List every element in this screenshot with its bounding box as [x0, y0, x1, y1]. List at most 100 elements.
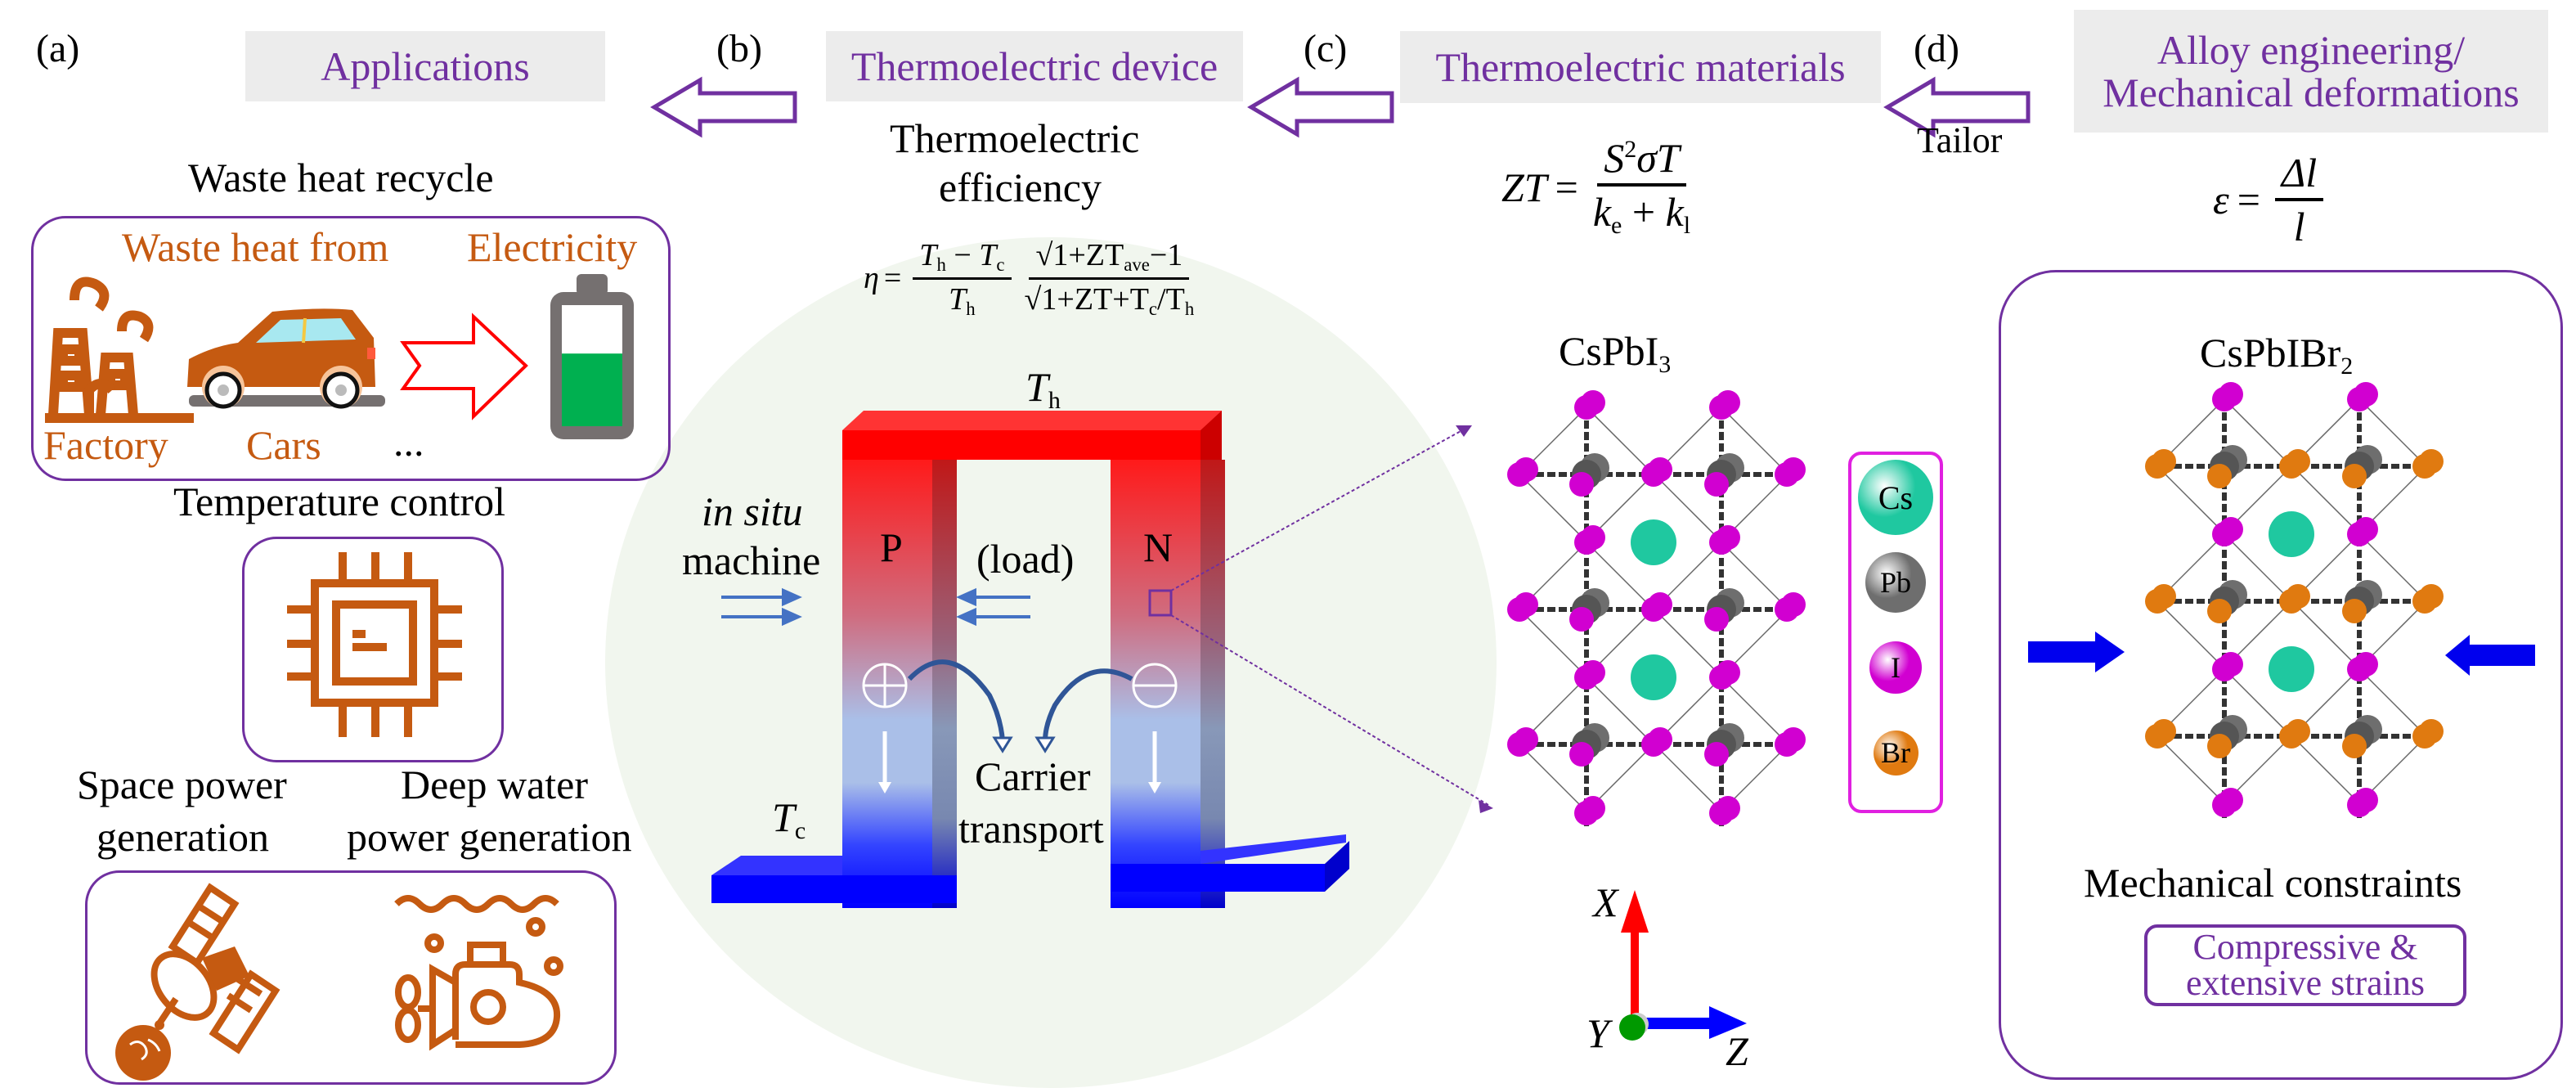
i-atom: [1574, 801, 1599, 825]
br-atom: [2412, 724, 2437, 749]
efficiency-title-1: Thermoelectric: [890, 115, 1140, 161]
chip-icon: [287, 552, 462, 737]
sqrt-numerator: √1+ZT: [1035, 238, 1124, 272]
flow-arrow-b-to-a: [650, 76, 797, 138]
i-atom: [1709, 530, 1734, 555]
efficiency-title-2: efficiency: [939, 164, 1102, 210]
factory-icon: [45, 276, 194, 423]
efficiency-formula: η = Th − Tc Th √1+ZTave−1 √1+ZT+Tc/Th: [864, 237, 1200, 320]
legend-item-pb: Pb: [1851, 540, 1940, 625]
octahedron-edge: [2156, 465, 2225, 534]
tc-symbol: T: [979, 238, 997, 272]
i-atom: [1704, 607, 1729, 632]
br-atom: [2145, 589, 2170, 614]
square-sup: 2: [1624, 136, 1637, 163]
tailor-label: Tailor: [1917, 120, 2003, 160]
legend-item-cs: Cs: [1851, 455, 1940, 540]
br-atom: [2279, 454, 2304, 479]
cold-electrode-right-top: [1200, 834, 1346, 864]
seebeck-symbol: S: [1604, 135, 1625, 181]
axis-y-label: Y: [1586, 1010, 1609, 1056]
machine-label: machine: [682, 537, 821, 583]
i-atom: [2212, 657, 2237, 681]
zt-formula: ZT = S2σT ke + kl: [1501, 134, 1697, 240]
load-label: (load): [976, 536, 1075, 582]
alloy-box: [1999, 270, 2563, 1080]
i-atom: [1569, 472, 1594, 497]
octahedron-edge: [1586, 542, 1654, 610]
minus-sign: −: [945, 238, 980, 272]
atom-br-icon: Br: [1873, 730, 1919, 776]
plus-sign: +: [1622, 189, 1666, 235]
i-atom: [1507, 732, 1532, 757]
p-leg-label: P: [880, 524, 903, 570]
sqrt-denominator: √1+ZT+T: [1024, 281, 1149, 317]
cold-electrode-left: [711, 875, 957, 903]
i-atom: [2347, 793, 2372, 817]
zt-symbol: ZT: [1501, 164, 1547, 210]
waste-heat-source-label: Waste heat from: [122, 224, 389, 270]
length-l: l: [2293, 204, 2305, 250]
legend-symbol: Pb: [1879, 566, 1912, 599]
cs-atom: [2269, 646, 2314, 692]
strain-equals: =: [2237, 177, 2260, 223]
satellite-icon: [115, 883, 280, 1081]
delta-l: Δl: [2274, 149, 2324, 201]
hot-bar: [842, 430, 1200, 460]
n-leg-label: N: [1143, 524, 1174, 570]
mechanical-constraints-title: Mechanical constraints: [2084, 860, 2462, 906]
epsilon-symbol: ε: [2213, 177, 2229, 223]
th-den-sub: h: [966, 298, 976, 319]
machine-arrows: [721, 587, 1030, 627]
zt-fraction-main: S2σT ke + kl: [1593, 134, 1690, 240]
header-thermoelectric-device: Thermoelectric device: [826, 31, 1243, 101]
tc-sub: c: [996, 254, 1005, 275]
magnified-region: [1148, 589, 1173, 617]
panel-label-c: (c): [1304, 27, 1348, 70]
ke-symbol: k: [1592, 189, 1612, 235]
factory-label: Factory: [43, 422, 168, 468]
compression-arrow-right: [2445, 635, 2535, 676]
space-power-title-2: generation: [96, 814, 270, 860]
i-atom: [1574, 665, 1599, 690]
temperature-control-title: Temperature control: [173, 479, 506, 524]
panel-label-b: (b): [716, 27, 762, 70]
cspbibr2-crystal-structure: [2145, 382, 2444, 818]
header-applications-text: Applications: [321, 43, 530, 89]
i-atom: [1507, 462, 1532, 487]
eta-symbol: η: [864, 261, 879, 296]
atom-i-icon: I: [1869, 641, 1922, 694]
deep-water-title-2: power generation: [347, 814, 632, 860]
octahedron-edge: [1654, 609, 1722, 677]
octahedron-edge: [2358, 668, 2427, 737]
i-atom: [1569, 607, 1594, 632]
br-atom: [2342, 464, 2367, 488]
strain-fraction: Δl l: [2274, 149, 2324, 250]
waste-heat-title: Waste heat recycle: [188, 155, 494, 200]
deep-water-title-1: Deep water: [401, 762, 589, 807]
legend-item-br: Br: [1851, 710, 1940, 795]
i-atom: [1569, 742, 1594, 767]
br-atom: [2207, 464, 2232, 488]
header-applications: Applications: [245, 31, 605, 101]
hot-sub: h: [1048, 387, 1061, 414]
octahedron-edge: [2291, 465, 2360, 534]
n-leg: [1111, 460, 1200, 908]
octahedron-edge: [2224, 668, 2292, 737]
i-atom: [2212, 387, 2237, 411]
i-atom: [2347, 387, 2372, 411]
cold-electrode-right-side: [1325, 841, 1349, 892]
carrier-label: Carrier: [975, 753, 1091, 799]
in-situ-label: in situ: [702, 488, 803, 534]
hot-bar-top: [842, 411, 1222, 430]
battery-icon: [550, 274, 634, 439]
octahedron-edge: [1654, 474, 1722, 542]
carnot-fraction: Th − Tc Th: [913, 237, 1012, 320]
br-atom: [2207, 734, 2232, 758]
i-atom: [1574, 530, 1599, 555]
flow-arrow-d-to-c: [1883, 76, 2031, 138]
br-atom: [2279, 724, 2304, 749]
octahedron-edge: [1654, 744, 1722, 812]
